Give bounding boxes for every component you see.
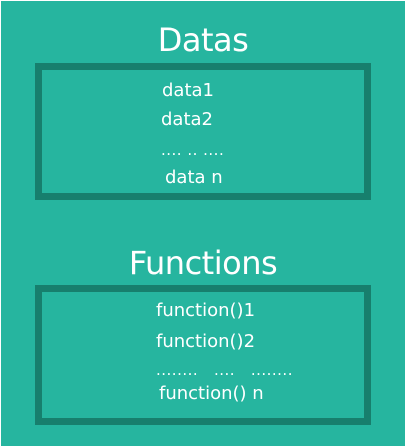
data-item-n: data n <box>165 167 223 188</box>
functions-box <box>35 285 371 425</box>
functions-title: Functions <box>128 244 278 282</box>
data-item-ellipsis: .... .. .... <box>161 141 225 159</box>
function-item-2: function()2 <box>156 331 256 352</box>
data-item-2: data2 <box>161 109 213 130</box>
data-item-1: data1 <box>162 80 214 101</box>
function-item-n: function() n <box>159 383 264 404</box>
datas-box <box>35 63 371 200</box>
datas-title: Datas <box>157 21 249 59</box>
function-item-1: function()1 <box>156 300 256 321</box>
function-item-ellipsis: ........ .... ........ <box>156 361 293 379</box>
